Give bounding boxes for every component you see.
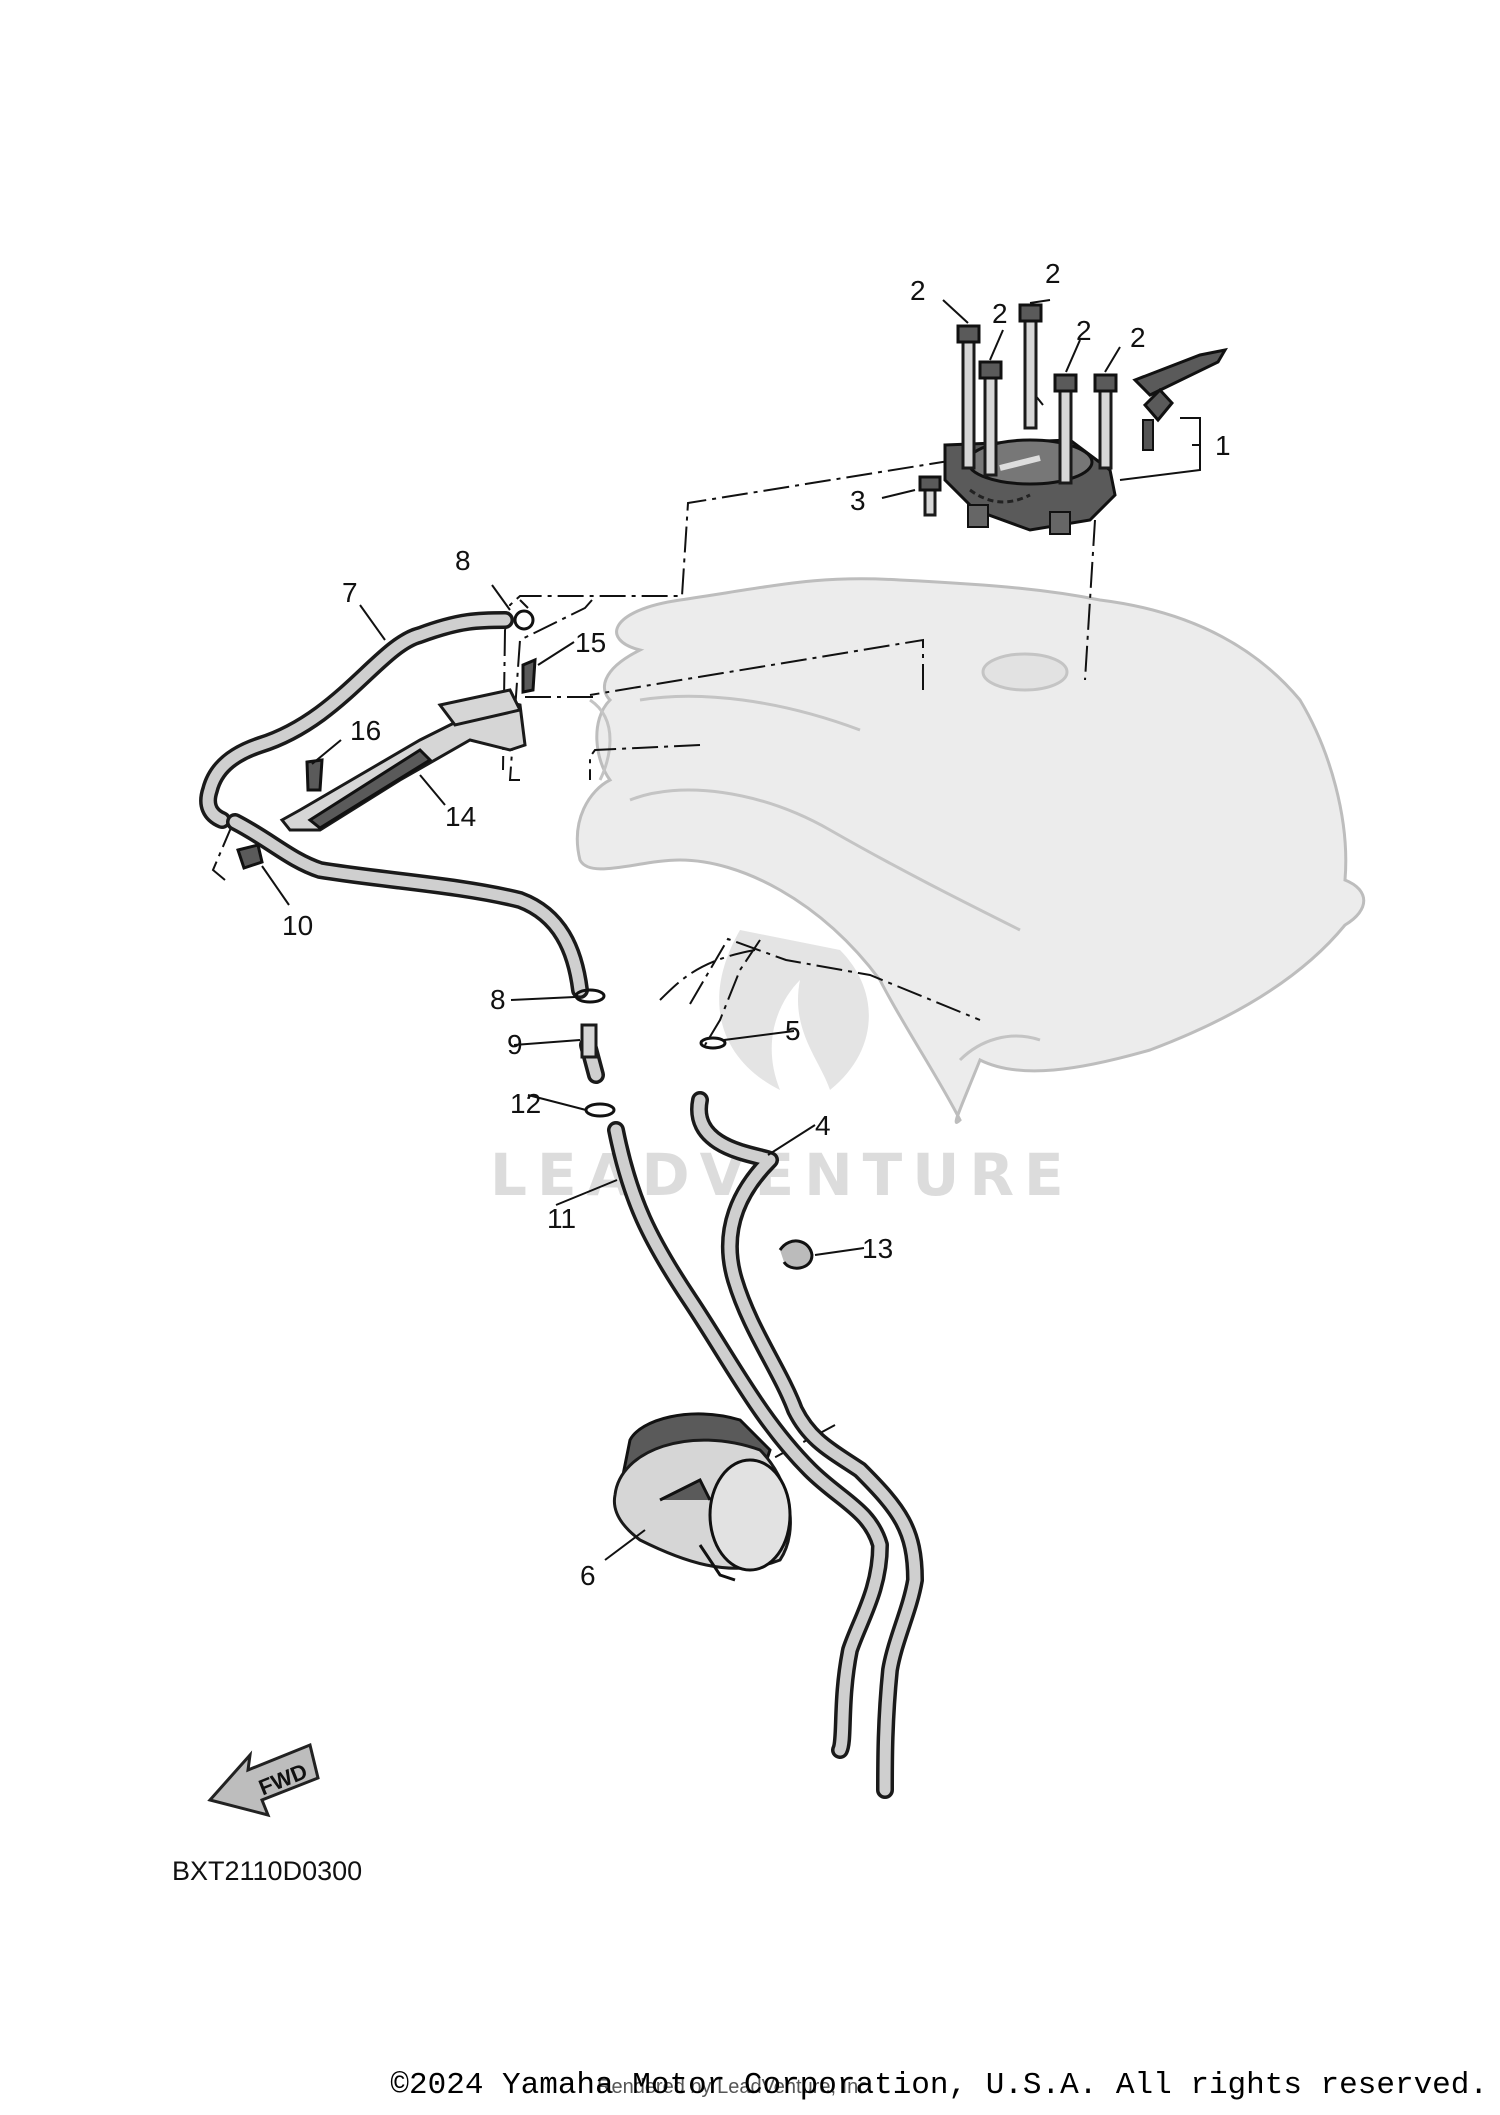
diagram-code: BXT2110D0300 (172, 1856, 363, 1886)
callout-7: 7 (342, 577, 358, 608)
holder-clip (236, 843, 264, 870)
clamp-icon (574, 988, 606, 1004)
hose-clamps (513, 609, 814, 1270)
callout-2: 2 (1045, 258, 1061, 289)
callout-8: 8 (490, 984, 506, 1015)
callout-2: 2 (992, 298, 1008, 329)
clamp-icon (513, 609, 535, 631)
watermark: LEADVENTURE (490, 930, 1074, 1209)
charcoal-canister (612, 1412, 792, 1582)
callout-6: 6 (580, 1560, 596, 1591)
bolt-icon (1093, 373, 1118, 470)
fuel-tank (575, 577, 1366, 1124)
callout-13: 13 (862, 1233, 893, 1264)
callout-1: 1 (1215, 430, 1231, 461)
bolts (918, 303, 1118, 517)
callout-15: 15 (575, 627, 606, 658)
joint-pipe (580, 1023, 598, 1059)
reference-lines (211, 394, 1096, 1461)
bolt-icon (978, 360, 1003, 477)
callout-14: 14 (445, 801, 476, 832)
callout-12: 12 (510, 1088, 541, 1119)
watermark-text: LEADVENTURE (490, 1141, 1074, 1209)
bolt-icon (918, 475, 942, 517)
callout-2: 2 (1130, 322, 1146, 353)
breather-hose (199, 611, 514, 829)
callout-11: 11 (547, 1203, 576, 1234)
leader-lines (261, 299, 1201, 1561)
callouts: 2 2 2 2 2 1 3 7 8 15 16 14 10 8 9 12 11 … (282, 258, 1231, 1591)
callout-8: 8 (455, 545, 471, 576)
copyright-text: ©2024 Yamaha Motor Corporation, U.S.A. A… (390, 2068, 1488, 2103)
callout-2: 2 (910, 275, 926, 306)
rendered-by-text: Rendered by LeadVenture, Inc. (597, 2076, 874, 2098)
clamp-icon (778, 1239, 814, 1270)
callout-2: 2 (1076, 315, 1092, 346)
bolt-icon (1053, 373, 1078, 485)
callout-5: 5 (785, 1015, 801, 1046)
drain-hose (690, 1091, 924, 1799)
hose-bracket (279, 688, 527, 832)
callout-9: 9 (507, 1029, 523, 1060)
clamp-icon (584, 1102, 616, 1118)
clip-icon (305, 657, 537, 792)
forward-arrow: FWD (207, 1742, 320, 1818)
clamp-icon (699, 1036, 727, 1050)
callout-3: 3 (850, 485, 866, 516)
callout-16: 16 (350, 715, 381, 746)
callout-10: 10 (282, 910, 313, 941)
key-icon (1132, 347, 1228, 451)
callout-4: 4 (815, 1110, 831, 1141)
bolt-icon (1018, 303, 1043, 430)
bolt-icon (956, 324, 981, 470)
